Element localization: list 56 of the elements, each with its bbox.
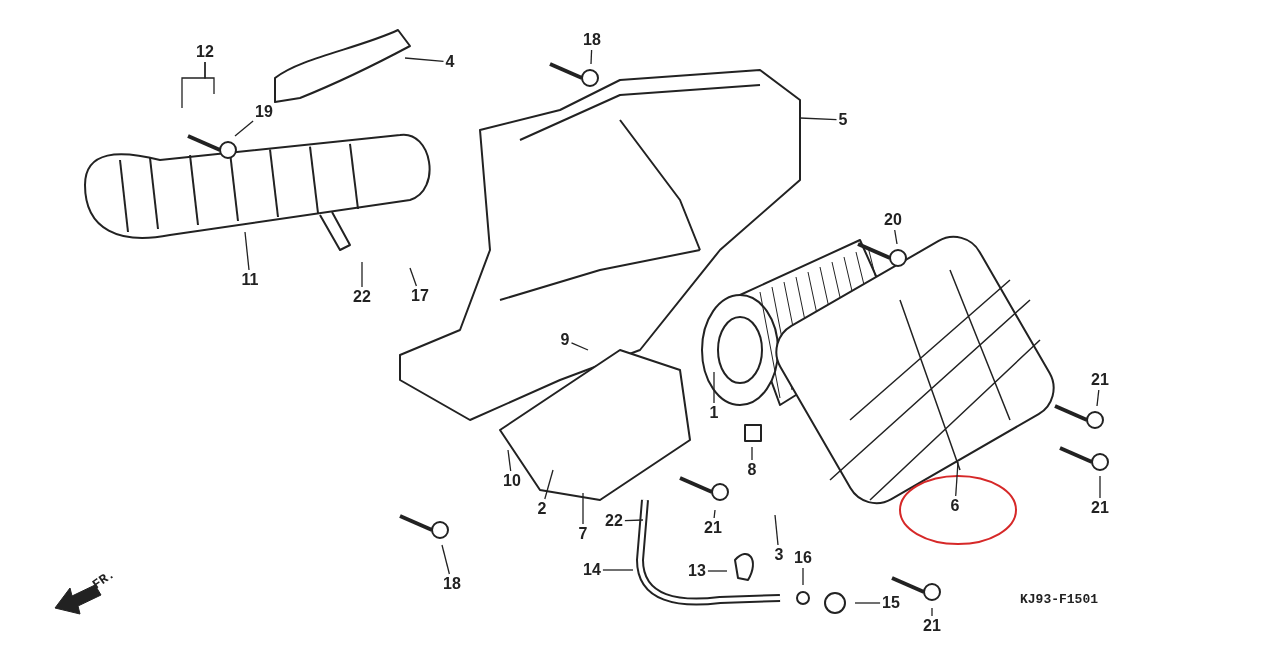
callout-number: 4 bbox=[445, 53, 455, 71]
leader-line bbox=[713, 509, 716, 519]
callout-number: 10 bbox=[503, 472, 521, 490]
leader-line bbox=[234, 120, 254, 137]
leader-line bbox=[799, 117, 838, 121]
leader-line bbox=[713, 371, 715, 404]
leader-line bbox=[955, 461, 959, 497]
callout-number: 12 bbox=[196, 43, 214, 61]
leader-line bbox=[441, 544, 451, 575]
callout-number: 18 bbox=[583, 31, 601, 49]
leader-line bbox=[802, 567, 804, 586]
leader-line bbox=[624, 519, 644, 522]
callout-number: 8 bbox=[747, 461, 757, 479]
leader-line bbox=[361, 261, 363, 288]
leader-line bbox=[931, 607, 933, 617]
leader-line bbox=[582, 492, 584, 525]
leader-line bbox=[854, 602, 881, 604]
callout-number: 21 bbox=[923, 617, 941, 635]
callout-number: 15 bbox=[882, 594, 900, 612]
leader-line bbox=[409, 267, 418, 287]
leader-line bbox=[774, 514, 779, 546]
leader-line bbox=[204, 61, 215, 95]
leader-line bbox=[602, 569, 634, 571]
leader-line bbox=[244, 231, 250, 271]
leader-line bbox=[544, 469, 554, 500]
leader-line bbox=[1096, 389, 1100, 407]
callout-number: 17 bbox=[411, 287, 429, 305]
callout-number: 14 bbox=[583, 561, 601, 579]
leader-line bbox=[894, 229, 898, 245]
leader-line bbox=[570, 342, 589, 351]
callout-number: 18 bbox=[443, 575, 461, 593]
leader-line bbox=[404, 57, 445, 63]
leader-line bbox=[590, 49, 593, 65]
callout-number: 22 bbox=[605, 512, 623, 530]
leader-line bbox=[751, 446, 753, 461]
direction-label: FR. bbox=[89, 566, 118, 593]
callout-number: 19 bbox=[255, 103, 273, 121]
drawing-code: KJ93-F1501 bbox=[1020, 592, 1098, 607]
callout-number: 13 bbox=[688, 562, 706, 580]
callout-number: 22 bbox=[353, 288, 371, 306]
callout-number: 11 bbox=[241, 271, 259, 289]
callout-number: 9 bbox=[560, 331, 570, 349]
leader-line bbox=[507, 449, 512, 472]
callout-number: 16 bbox=[794, 549, 812, 567]
callout-number: 5 bbox=[838, 111, 848, 129]
leader-line bbox=[707, 570, 728, 572]
callout-number: 21 bbox=[1091, 499, 1109, 517]
callout-number: 1 bbox=[709, 404, 719, 422]
callout-number: 3 bbox=[774, 546, 784, 564]
callout-number: 7 bbox=[578, 525, 588, 543]
callout-number: 20 bbox=[884, 211, 902, 229]
callout-number: 6 bbox=[950, 497, 960, 515]
callout-number: 21 bbox=[704, 519, 722, 537]
callout-number: 2 bbox=[537, 500, 547, 518]
leader-line bbox=[1099, 475, 1101, 499]
callout-number: 21 bbox=[1091, 371, 1109, 389]
